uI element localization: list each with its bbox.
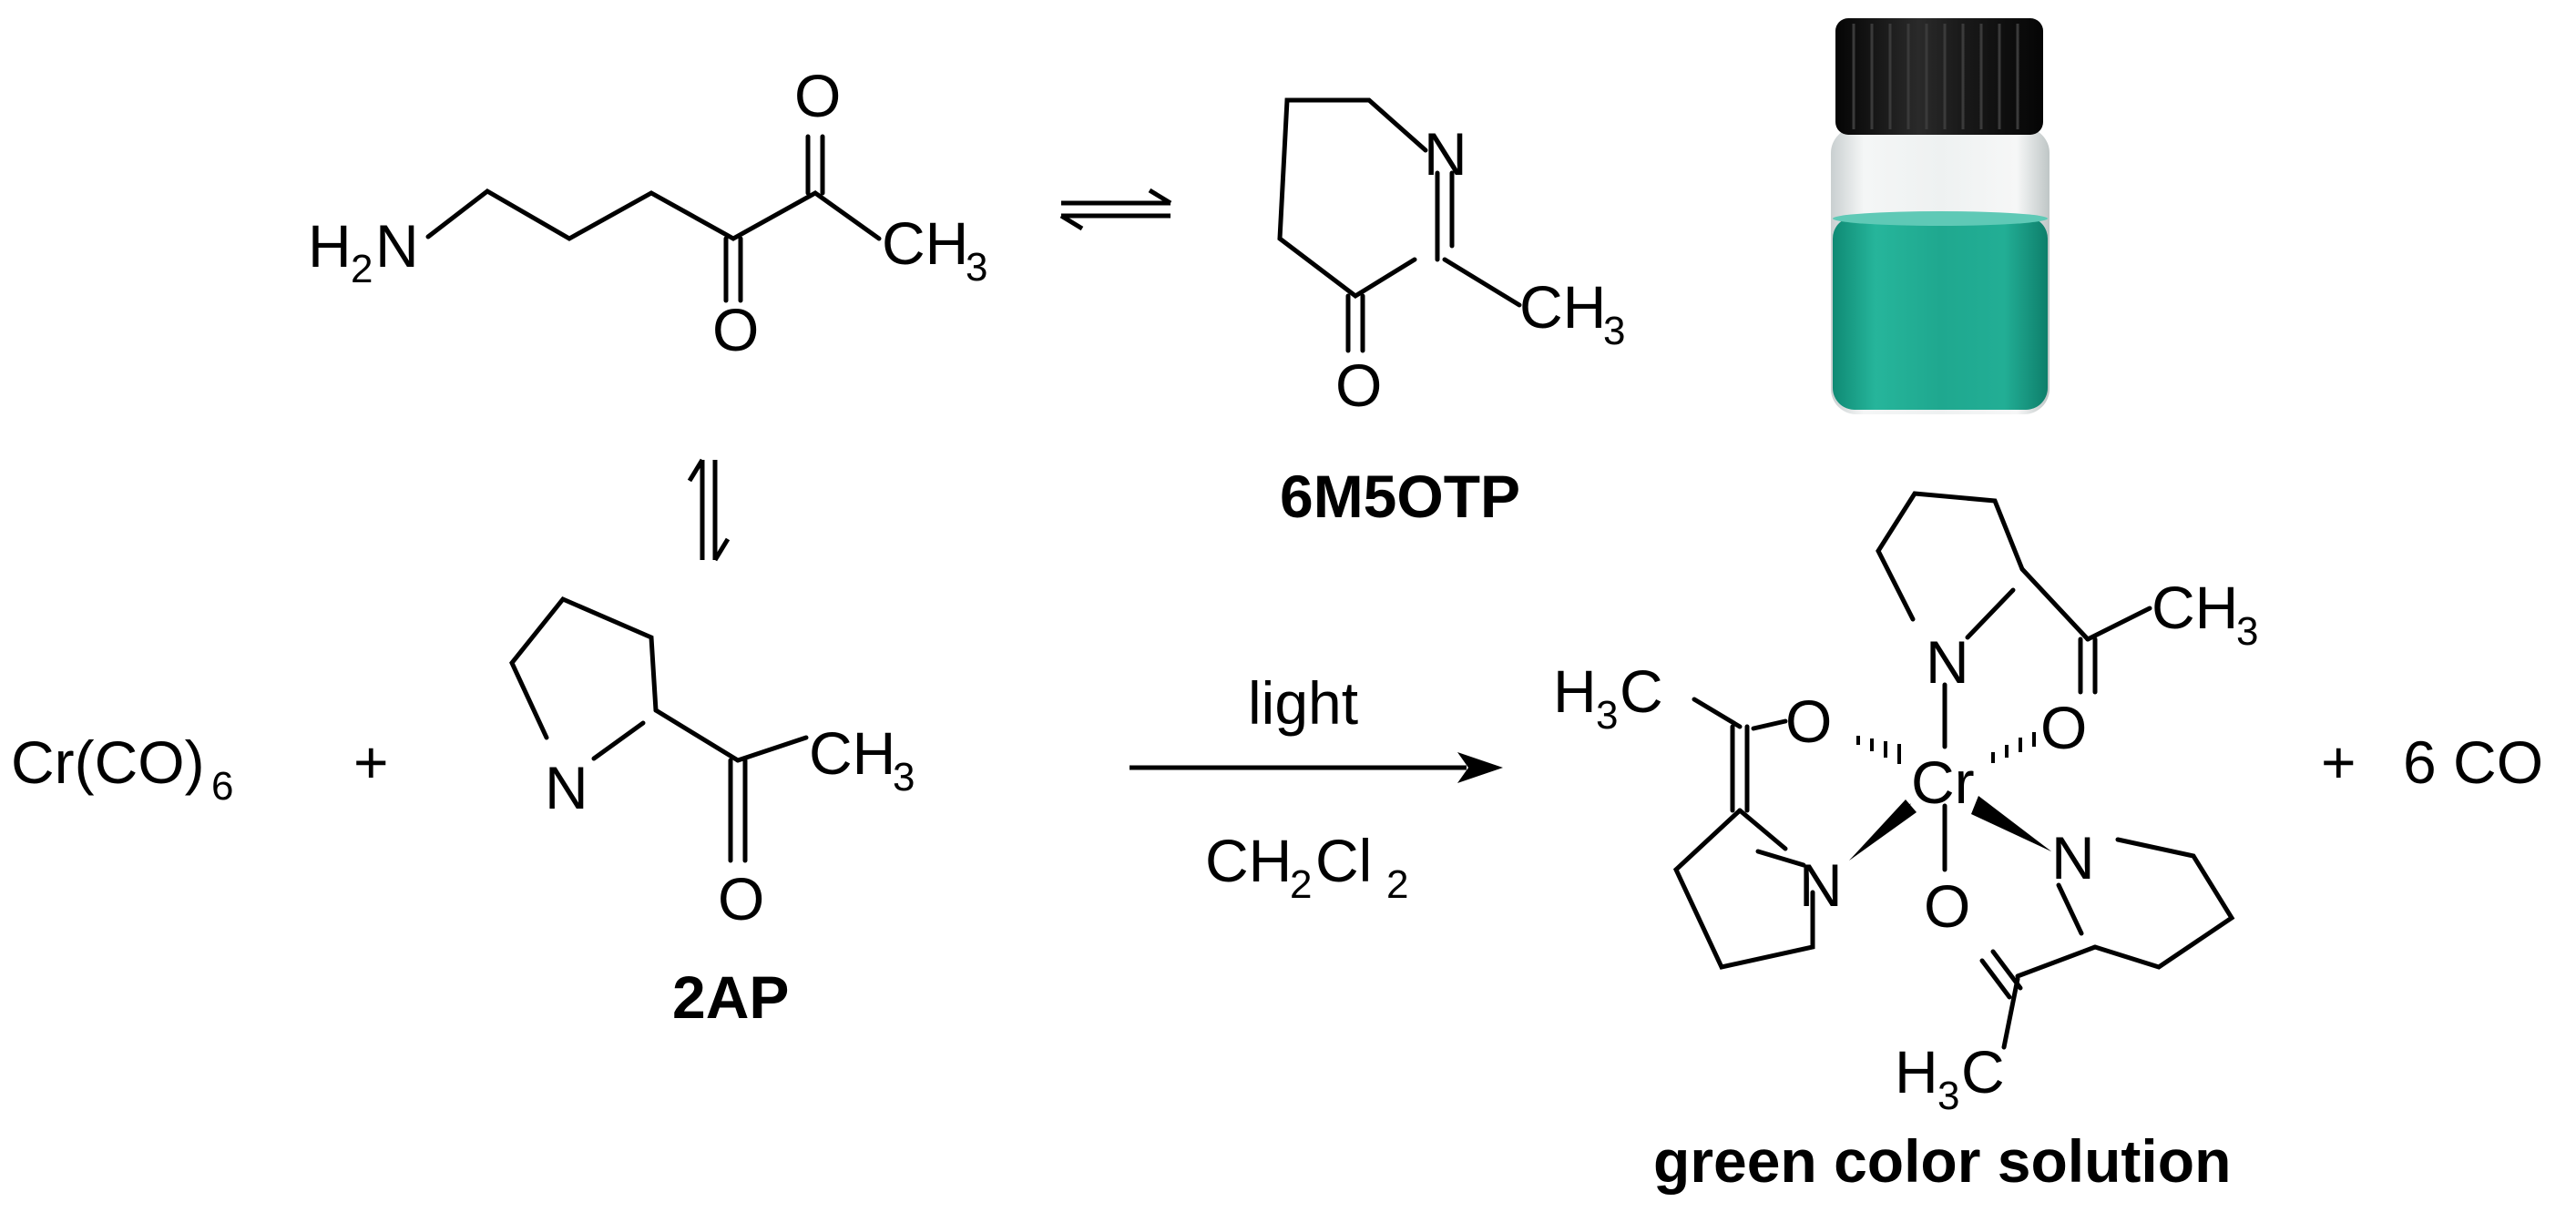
complex-top-ring [1876, 491, 2025, 622]
m5otp-methyl-bond [1442, 257, 1522, 308]
amine-chain-bonds [425, 188, 882, 241]
amine-h-subscript: 2 [351, 247, 373, 291]
amine-ketone1-o-label: O [712, 296, 759, 363]
complex-h3c-bottom-sub: 3 [1937, 1074, 1959, 1118]
m5otp-o-label: O [1335, 351, 1382, 419]
ap-o-label: O [718, 865, 764, 932]
complex-ch-top-subscript: 3 [2236, 609, 2258, 654]
vial-cap [1835, 18, 2043, 135]
complex-o-bottom-label: O [1924, 872, 1970, 940]
reagent-cr-co6-subscript: 6 [211, 764, 233, 809]
complex-bottom-methyl-bond [2001, 976, 2020, 1050]
complex-h3c-left-h: H [1553, 657, 1597, 725]
complex-cr-label: Cr [1911, 749, 1975, 816]
complex-left-side [1737, 808, 1788, 851]
condition-solvent-sub1: 2 [1290, 862, 1312, 907]
complex-h3c-bottom-c: C [1961, 1038, 2005, 1105]
amine-ch-subscript: 3 [966, 245, 987, 290]
ap-cn-double [591, 720, 646, 761]
m5otp-ch-label: CH [1519, 273, 1606, 341]
condition-solvent-ch: CH [1205, 827, 1292, 894]
ap-compound-name: 2AP [672, 963, 789, 1031]
ap-methyl-bond [735, 735, 809, 763]
condition-solvent-cl: Cl [1315, 827, 1372, 894]
complex-hashed-bond-left [1856, 736, 1901, 764]
complex-o-left-label: O [1785, 687, 1832, 755]
complex-wedge-left-body [1849, 800, 1917, 861]
complex-left-ring [1672, 808, 1815, 970]
complex-wedge-right-body [1971, 796, 2051, 851]
ap-n-label: N [545, 754, 588, 821]
condition-solvent-sub2: 2 [1386, 862, 1408, 907]
complex-caption: green color solution [1653, 1127, 2231, 1195]
vial-meniscus [1833, 211, 2048, 226]
vial-liquid [1833, 217, 2048, 410]
complex-n-top-label: N [1926, 628, 1969, 696]
aminohexanedione-structure: H 2 N O O CH 3 [308, 62, 987, 363]
complex-right-cn-double [2056, 882, 2084, 936]
ap-ch-label: CH [809, 719, 895, 787]
ap-side-bond [653, 708, 741, 763]
m5otp-ch-subscript: 3 [1603, 309, 1625, 353]
complex-left-methyl-bond [1692, 697, 1743, 729]
plus-sign-2: + [2321, 728, 2356, 796]
m5otp-structure: N O CH 3 6M5OTP [1277, 97, 1625, 530]
complex-right-ring [2092, 837, 2235, 970]
ap-ch-subscript: 3 [893, 755, 915, 800]
complex-right-side [2015, 944, 2098, 979]
complex-hashed-bond-right [1991, 732, 2036, 763]
m5otp-ring-bonds [1277, 97, 1428, 300]
complex-left-cn-double [1755, 849, 1806, 868]
ap-ring-bonds [509, 596, 659, 740]
amine-ketone2-o-label: O [794, 62, 841, 129]
complex-top-cn-double [1965, 587, 2016, 640]
complex-left-co-single [1751, 718, 1788, 731]
ap-structure: N O CH 3 2AP [509, 596, 915, 1031]
complex-n-left-label: N [1799, 851, 1843, 919]
condition-light: light [1248, 669, 1358, 737]
amine-ch-label: CH [882, 209, 968, 277]
complex-ch-top-label: CH [2152, 574, 2238, 641]
complex-bottom-co-b [1979, 958, 2012, 1000]
byproduct-6co: 6 CO [2403, 728, 2543, 796]
cr-complex-structure: Cr N N N O O O CH 3 H 3 C H 3 C green co… [1553, 491, 2258, 1195]
amine-h-label: H [308, 212, 352, 280]
complex-top-methyl-bond [2085, 606, 2152, 642]
complex-h3c-bottom-h: H [1895, 1038, 1938, 1105]
complex-o-right-label: O [2040, 694, 2087, 761]
equilibrium-arrow-horizontal [1059, 188, 1172, 231]
complex-top-side-bond [2019, 566, 2090, 642]
complex-h3c-left-sub: 3 [1596, 693, 1618, 738]
equilibrium-arrow-vertical [687, 458, 731, 562]
reagent-cr-co6: Cr(CO) [11, 728, 205, 796]
plus-sign-1: + [353, 728, 389, 796]
m5otp-n-label: N [1424, 120, 1467, 188]
vial-photo [1831, 18, 2050, 414]
complex-h3c-left-c: C [1620, 657, 1663, 725]
amine-n-label: N [375, 212, 419, 280]
m5otp-compound-name: 6M5OTP [1280, 463, 1520, 530]
complex-n-right-label: N [2051, 824, 2095, 891]
reaction-arrow [1130, 752, 1503, 783]
